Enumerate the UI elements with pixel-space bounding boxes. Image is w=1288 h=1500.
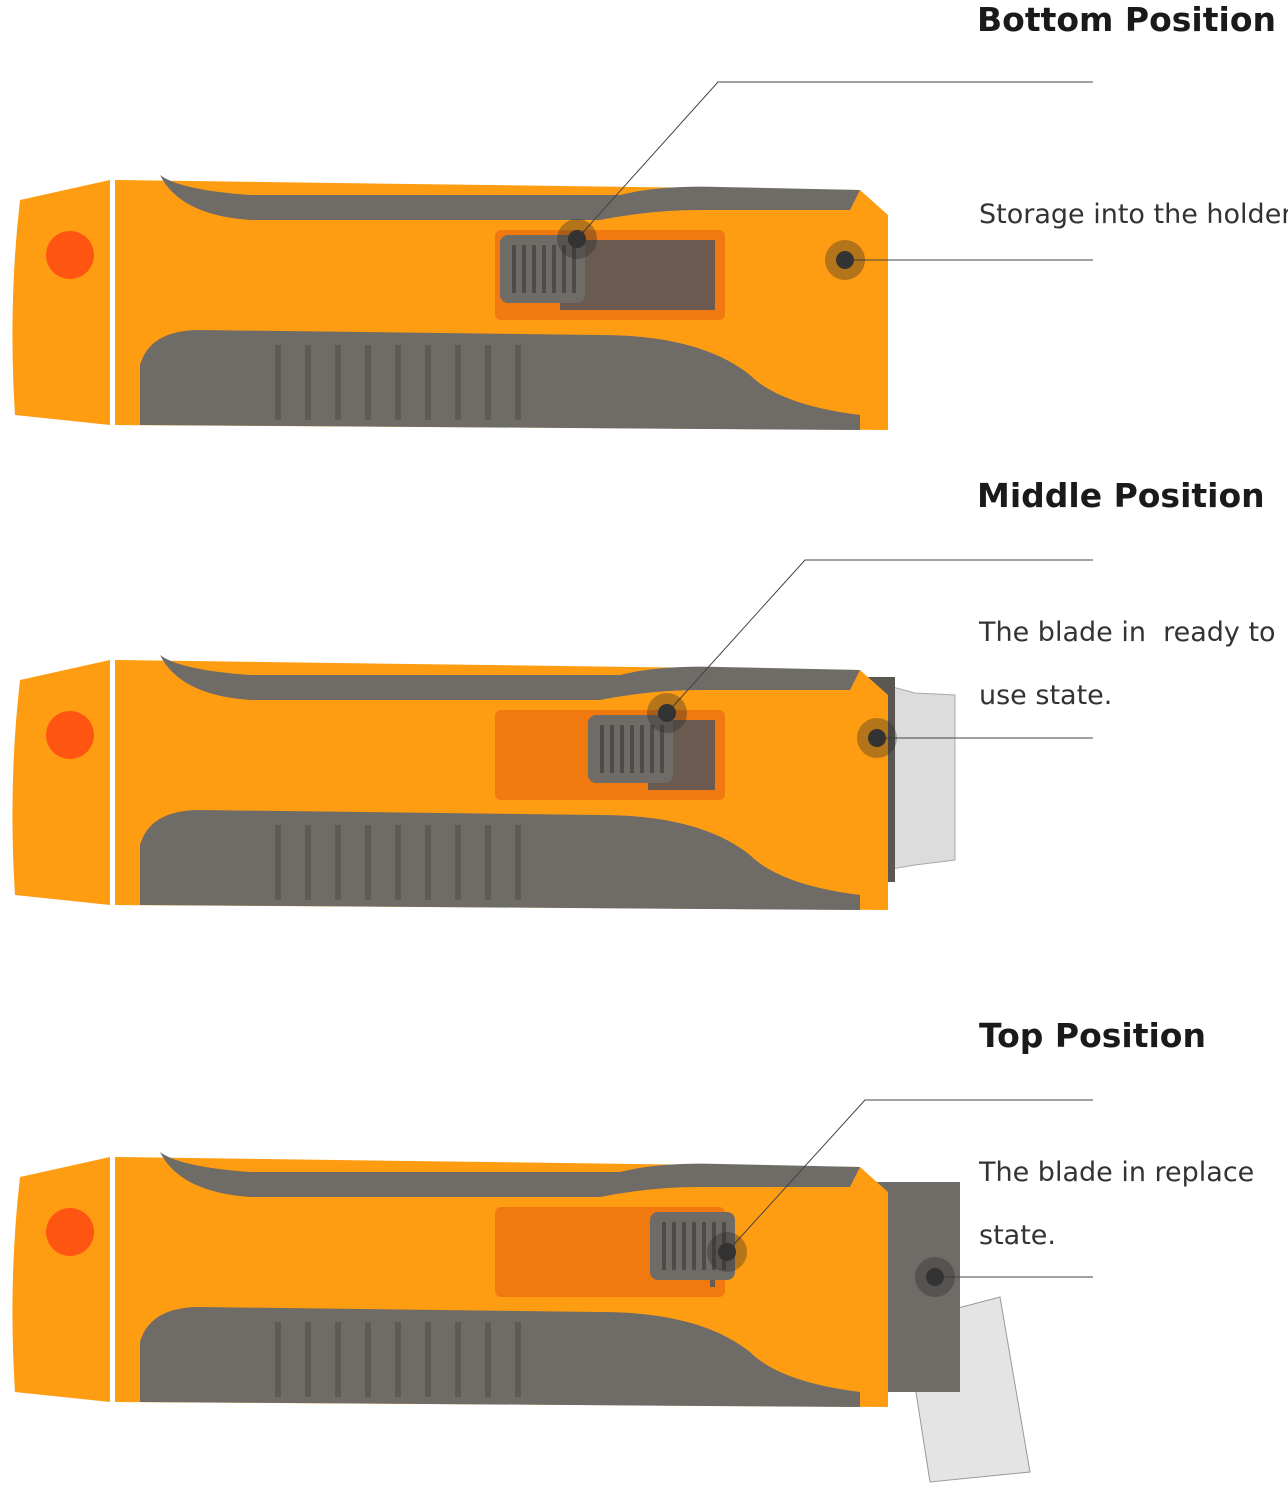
grip-rib [455, 825, 461, 900]
end-cap [12, 180, 111, 425]
grip-rib [515, 345, 521, 420]
callout-dot-center [836, 251, 854, 269]
grip-rib [335, 1322, 341, 1397]
slider-ridge [702, 1222, 706, 1270]
grip-rib [455, 1322, 461, 1397]
grip-rib [425, 825, 431, 900]
grip-rib [365, 1322, 371, 1397]
callout-line [666, 559, 1093, 714]
slider-ridge [692, 1222, 696, 1270]
top-position-title: Top Position [979, 1016, 1206, 1055]
grip-rib [425, 345, 431, 420]
grip-rib [395, 825, 401, 900]
slider-ridge [512, 245, 516, 293]
slider-ridge [522, 245, 526, 293]
grip-rib [425, 1322, 431, 1397]
grip-rib [275, 1322, 281, 1397]
slider-ridge [542, 245, 546, 293]
grip-rib [305, 825, 311, 900]
bottom-grip [140, 1307, 860, 1407]
slider-ridge [620, 725, 624, 773]
bottom-position-desc: Storage into the holder [979, 199, 1288, 230]
slider-ridge [660, 725, 664, 773]
callout-dot-center [718, 1243, 736, 1261]
grip-rib [485, 825, 491, 900]
grip-rib [305, 1322, 311, 1397]
scraper-bottom [12, 81, 1093, 430]
slider-ridge [682, 1222, 686, 1270]
slider-ridge [640, 725, 644, 773]
hanging-hole [46, 711, 94, 759]
grip-rib [515, 825, 521, 900]
slider-ridge [600, 725, 604, 773]
end-cap [12, 660, 111, 905]
grip-rib [395, 1322, 401, 1397]
top-grip [160, 1152, 860, 1197]
slider-ridge [562, 245, 566, 293]
top-position-desc-line1: The blade in replace [979, 1157, 1255, 1188]
grip-rib [335, 345, 341, 420]
slider-ridge [610, 725, 614, 773]
slider-ridge [662, 1222, 666, 1270]
hanging-hole [46, 231, 94, 279]
scraper-top [12, 1099, 1093, 1483]
callout-dot-center [568, 230, 586, 248]
slider-ridge [532, 245, 536, 293]
slider-ridge [552, 245, 556, 293]
end-cap [12, 1157, 111, 1402]
grip-rib [335, 825, 341, 900]
callout-line [726, 1099, 1093, 1253]
top-grip [160, 655, 860, 700]
grip-rib [395, 345, 401, 420]
hanging-hole [46, 1208, 94, 1256]
blade [884, 684, 956, 871]
bottom-grip [140, 810, 860, 910]
slot-insert [560, 240, 715, 310]
top-position-desc-line2: state. [979, 1220, 1056, 1251]
grip-rib [515, 1322, 521, 1397]
slider-ridge [672, 1222, 676, 1270]
grip-rib [275, 825, 281, 900]
grip-rib [455, 345, 461, 420]
callout-dot-center [658, 704, 676, 722]
grip-rib [485, 345, 491, 420]
slider-ridge [572, 245, 576, 293]
scraper-middle [12, 559, 1093, 910]
callout-dot-center [926, 1268, 944, 1286]
middle-position-desc-line1: The blade in ready to [979, 617, 1276, 648]
top-grip [160, 175, 860, 220]
grip-rib [275, 345, 281, 420]
middle-position-desc-line2: use state. [979, 680, 1113, 711]
middle-position-title: Middle Position [977, 476, 1265, 515]
bottom-position-title: Bottom Position [977, 0, 1276, 39]
callout-dot-center [868, 729, 886, 747]
grip-rib [365, 345, 371, 420]
grip-rib [305, 345, 311, 420]
slider-ridge [630, 725, 634, 773]
grip-rib [365, 825, 371, 900]
slider-ridge [712, 1222, 716, 1270]
bottom-grip [140, 330, 860, 430]
slider-ridge [650, 725, 654, 773]
callout-line [576, 81, 1093, 240]
grip-rib [485, 1322, 491, 1397]
